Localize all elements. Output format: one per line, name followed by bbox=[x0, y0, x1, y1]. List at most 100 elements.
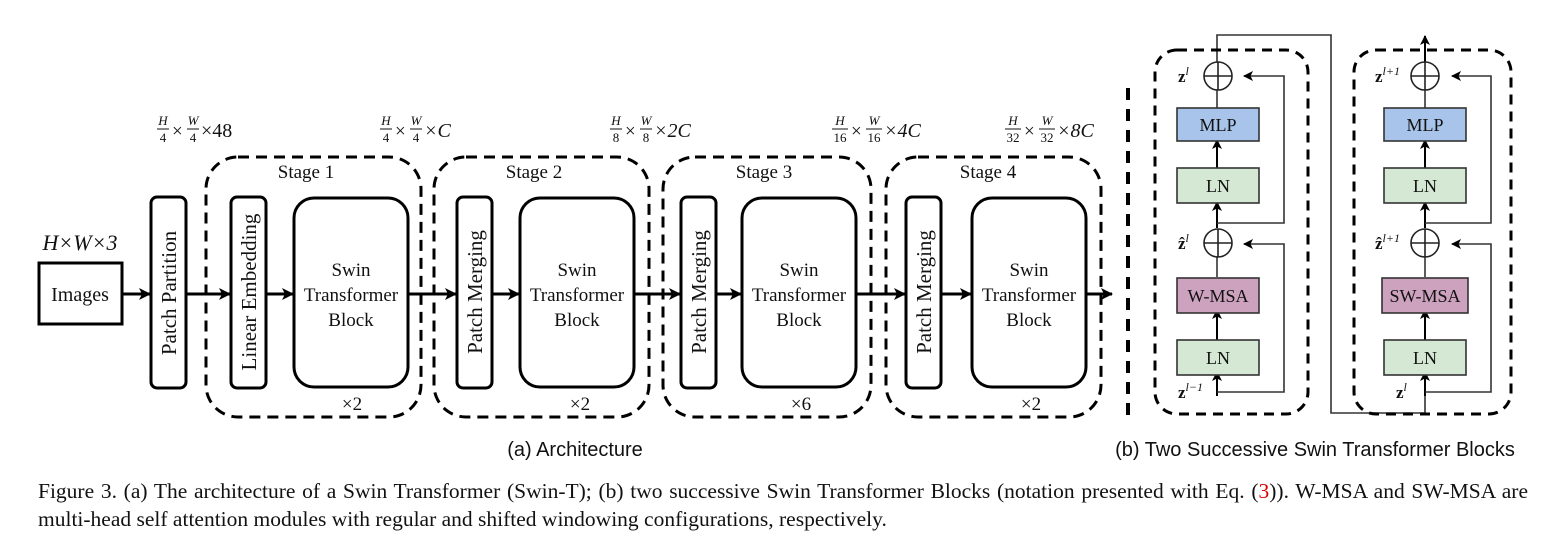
stage-3-container bbox=[661, 155, 873, 419]
svg-text:32: 32 bbox=[1007, 130, 1020, 145]
images-box bbox=[37, 261, 124, 326]
svg-text:4: 4 bbox=[160, 130, 167, 145]
svg-text:4: 4 bbox=[383, 130, 390, 145]
stage-1-label: Stage 1 bbox=[278, 162, 334, 183]
block-2-container bbox=[1352, 48, 1513, 416]
svg-text:×: × bbox=[1024, 121, 1035, 142]
swin-label-line: Block bbox=[554, 310, 600, 331]
swin-label-line: Transformer bbox=[982, 285, 1077, 306]
block-1-out-var: zl bbox=[1178, 64, 1190, 86]
stage-4-label: Stage 4 bbox=[960, 162, 1017, 183]
block-1-ln-top-box bbox=[1176, 167, 1260, 204]
swin-label-line: Swin bbox=[557, 260, 597, 281]
subcaption-a: (a) Architecture bbox=[507, 439, 643, 461]
block-2-in-var: zl bbox=[1396, 380, 1408, 402]
block-1-attn-box bbox=[1176, 277, 1260, 314]
dim-label-4: H16×W16×4C bbox=[832, 113, 921, 145]
stage-2-label: Stage 2 bbox=[506, 162, 562, 183]
stage-3-label: Stage 3 bbox=[736, 162, 792, 183]
svg-text:×: × bbox=[172, 121, 183, 142]
block-1-in-var: zl−1 bbox=[1178, 380, 1203, 402]
block-2-ln-bottom-label: LN bbox=[1413, 348, 1437, 368]
svg-text:32: 32 bbox=[1041, 130, 1054, 145]
swin-label-line: Swin bbox=[1009, 260, 1049, 281]
patch-partition-label: Patch Partition bbox=[157, 230, 181, 355]
block-1-mid-var: ẑl bbox=[1178, 231, 1190, 253]
svg-text:16: 16 bbox=[834, 130, 848, 145]
svg-text:×: × bbox=[625, 121, 636, 142]
figure-caption: Figure 3. (a) The architecture of a Swin… bbox=[38, 477, 1528, 533]
svg-text:×C: ×C bbox=[424, 120, 451, 142]
stage-2-repeat: ×2 bbox=[570, 394, 590, 415]
svg-text:×: × bbox=[851, 121, 862, 142]
dim-label-1: H 4 × W 4 ×48 bbox=[157, 113, 232, 145]
block-2-attn-label: SW-MSA bbox=[1389, 286, 1460, 306]
block-2-ln-top-box bbox=[1383, 167, 1467, 204]
swin-label-line: Transformer bbox=[752, 285, 847, 306]
block-2-mlp-box bbox=[1383, 107, 1467, 142]
svg-text:W: W bbox=[188, 113, 200, 128]
svg-text:16: 16 bbox=[868, 130, 882, 145]
block-2-mlp-label: MLP bbox=[1406, 115, 1443, 135]
block-connector-line bbox=[1216, 34, 1426, 414]
dim-label-3: H8×W8×2C bbox=[610, 113, 691, 145]
stage-4-repeat: ×2 bbox=[1021, 394, 1041, 415]
swin-label-line: Swin bbox=[331, 260, 371, 281]
svg-text:×8C: ×8C bbox=[1057, 120, 1094, 142]
block-1-mlp-box bbox=[1176, 107, 1260, 142]
dim-label-5: H32×W32×8C bbox=[1005, 113, 1094, 145]
svg-text:×4C: ×4C bbox=[884, 120, 921, 142]
block-2-ln-top-label: LN bbox=[1413, 176, 1437, 196]
input-dim-label: H×W×3 bbox=[42, 230, 118, 255]
block-1-ln-top-label: LN bbox=[1206, 176, 1230, 196]
swin-label-line: Block bbox=[328, 310, 374, 331]
svg-text:W: W bbox=[1042, 113, 1054, 128]
svg-text:H: H bbox=[1007, 113, 1018, 128]
svg-text:×48: ×48 bbox=[201, 120, 232, 142]
svg-text:×2C: ×2C bbox=[654, 120, 691, 142]
svg-text:H: H bbox=[610, 113, 621, 128]
svg-text:W: W bbox=[869, 113, 881, 128]
images-label: Images bbox=[51, 284, 109, 306]
caption-text-1: Figure 3. (a) The architecture of a Swin… bbox=[38, 479, 1259, 503]
swin-label-line: Transformer bbox=[304, 285, 399, 306]
stage-4-patch-merging-label: Patch Merging bbox=[912, 230, 936, 354]
svg-text:×: × bbox=[395, 121, 406, 142]
stage-2-patch-merging-label: Patch Merging bbox=[463, 230, 487, 354]
swin-label-line: Block bbox=[1006, 310, 1052, 331]
svg-text:H: H bbox=[157, 113, 168, 128]
block-2-out-var: zl+1 bbox=[1375, 64, 1400, 86]
architecture-panel: H×W×3 Images Patch Partition Stage 1 Sta… bbox=[37, 113, 1113, 461]
dim-label-2: H4×W4×C bbox=[380, 113, 451, 145]
block-2: MLP LN SW-MSA LN zl+1 ẑl+1 zl bbox=[1352, 35, 1513, 416]
block-1-mlp-label: MLP bbox=[1199, 115, 1236, 135]
block-2-ln-bottom-box bbox=[1383, 339, 1467, 376]
block-2-mid-var: ẑl+1 bbox=[1375, 231, 1400, 253]
equation-ref-link[interactable]: 3 bbox=[1258, 479, 1270, 503]
stage-4-container bbox=[884, 155, 1103, 419]
svg-text:4: 4 bbox=[190, 130, 197, 145]
svg-text:8: 8 bbox=[613, 130, 620, 145]
svg-text:H: H bbox=[834, 113, 845, 128]
subcaption-b: (b) Two Successive Swin Transformer Bloc… bbox=[1115, 439, 1515, 461]
caption-text-2: )). W-MSA and SW-MSA are multi-head self… bbox=[38, 479, 1528, 531]
stage-1-container bbox=[204, 155, 423, 419]
svg-text:H: H bbox=[380, 113, 391, 128]
svg-text:W: W bbox=[411, 113, 423, 128]
block-1-container bbox=[1153, 48, 1310, 416]
block-1-ln-bottom-box bbox=[1176, 339, 1260, 376]
block-1: MLP LN W-MSA LN zl ẑl zl−1 bbox=[1153, 48, 1310, 416]
swin-label-line: Transformer bbox=[530, 285, 625, 306]
block-1-ln-bottom-label: LN bbox=[1206, 348, 1230, 368]
stage-1-repeat: ×2 bbox=[342, 394, 362, 415]
swin-label-line: Block bbox=[776, 310, 822, 331]
blocks-panel: MLP LN W-MSA LN zl ẑl zl−1 bbox=[1115, 34, 1515, 461]
stage-3-patch-merging-label: Patch Merging bbox=[687, 230, 711, 354]
linear-embedding-label: Linear Embedding bbox=[237, 213, 261, 370]
